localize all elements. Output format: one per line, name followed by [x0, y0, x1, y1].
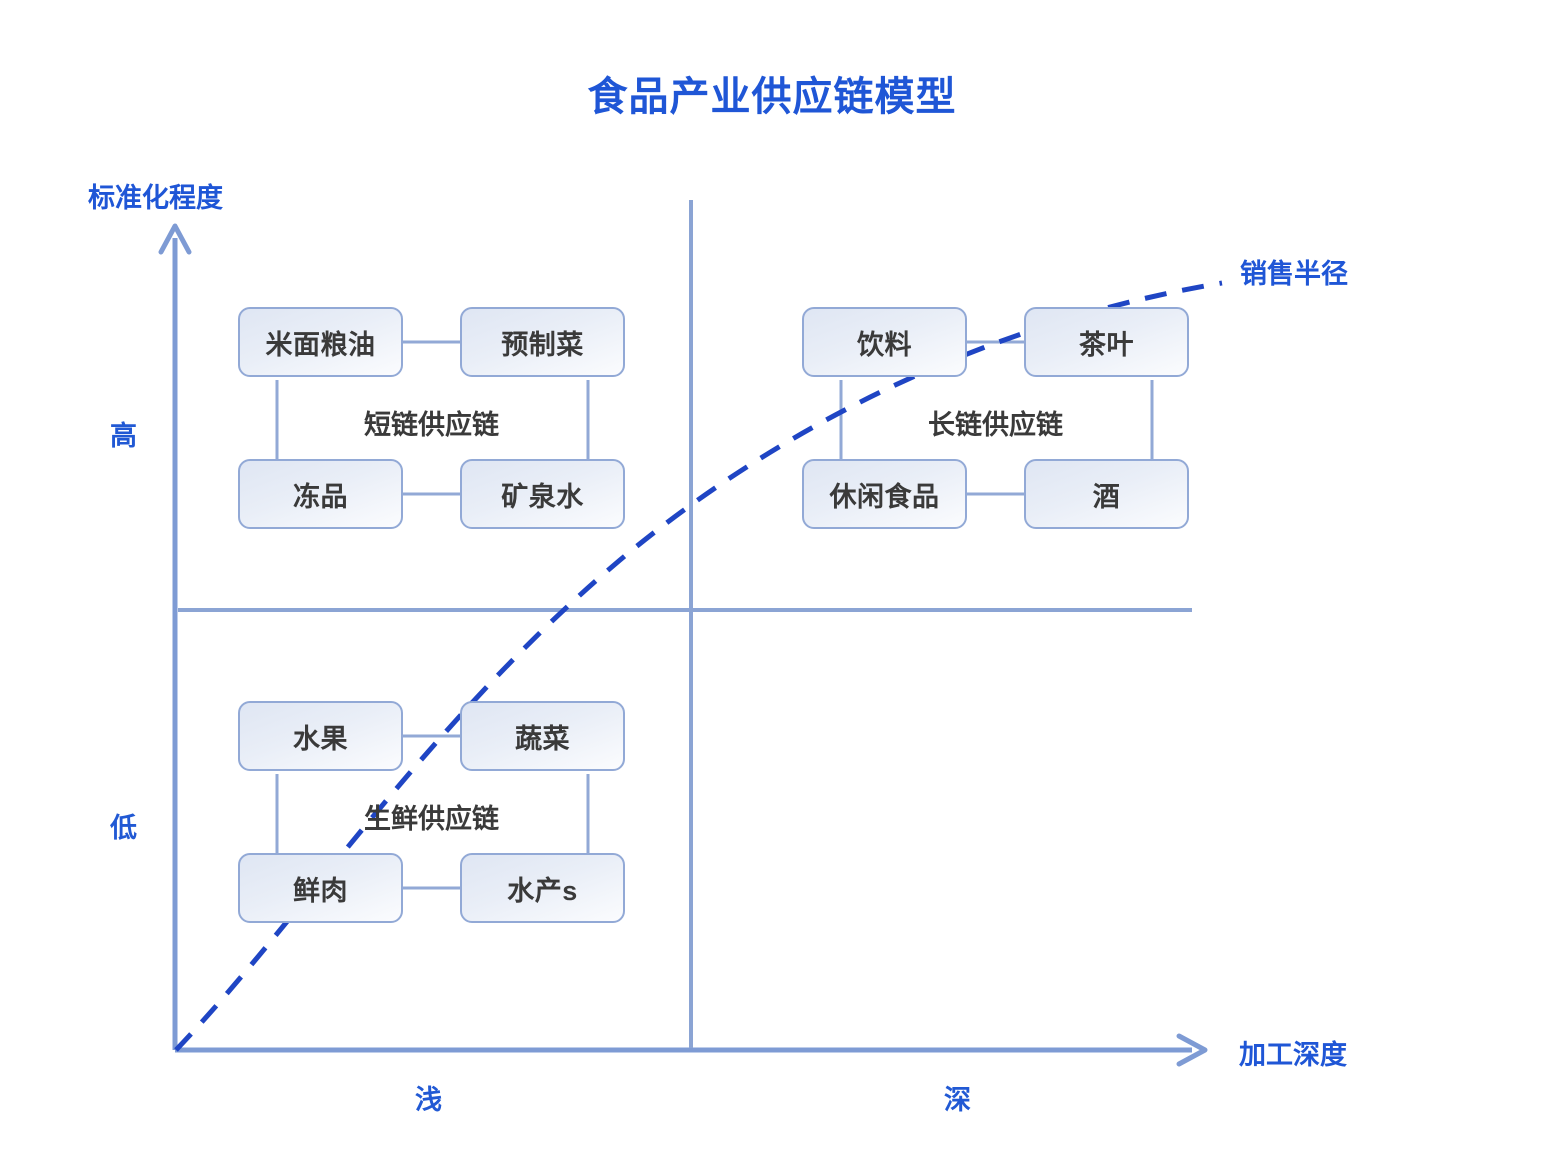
x-tick-deep: 深 — [944, 1085, 971, 1115]
page-title: 食品产业供应链模型 — [587, 75, 957, 119]
x-tick-shallow: 浅 — [415, 1085, 442, 1115]
group-label-short-chain: 短链供应链 — [364, 410, 499, 440]
y-axis-title: 标准化程度 — [88, 183, 223, 213]
sales-radius-label: 销售半径 — [1240, 259, 1348, 289]
node-beverages[interactable]: 饮料 — [802, 307, 967, 377]
group-label-fresh-chain: 生鲜供应链 — [364, 804, 499, 834]
node-rice-flour-grain-oil[interactable]: 米面粮油 — [238, 307, 403, 377]
node-prepared-dishes[interactable]: 预制菜 — [460, 307, 625, 377]
sales-radius-curve — [174, 280, 1223, 1052]
node-frozen-goods[interactable]: 冻品 — [238, 459, 403, 529]
group-label-long-chain: 长链供应链 — [928, 410, 1063, 440]
x-axis — [175, 1033, 1208, 1067]
y-tick-low: 低 — [110, 813, 137, 843]
node-snack-food[interactable]: 休闲食品 — [802, 459, 967, 529]
y-tick-high: 高 — [110, 421, 137, 451]
y-axis — [158, 223, 192, 1050]
node-liquor[interactable]: 酒 — [1024, 459, 1189, 529]
x-axis-title: 加工深度 — [1239, 1040, 1347, 1070]
node-tea[interactable]: 茶叶 — [1024, 307, 1189, 377]
node-fresh-meat[interactable]: 鲜肉 — [238, 853, 403, 923]
node-vegetables[interactable]: 蔬菜 — [460, 701, 625, 771]
node-aquatic-products[interactable]: 水产s — [460, 853, 625, 923]
node-fruit[interactable]: 水果 — [238, 701, 403, 771]
node-mineral-water[interactable]: 矿泉水 — [460, 459, 625, 529]
